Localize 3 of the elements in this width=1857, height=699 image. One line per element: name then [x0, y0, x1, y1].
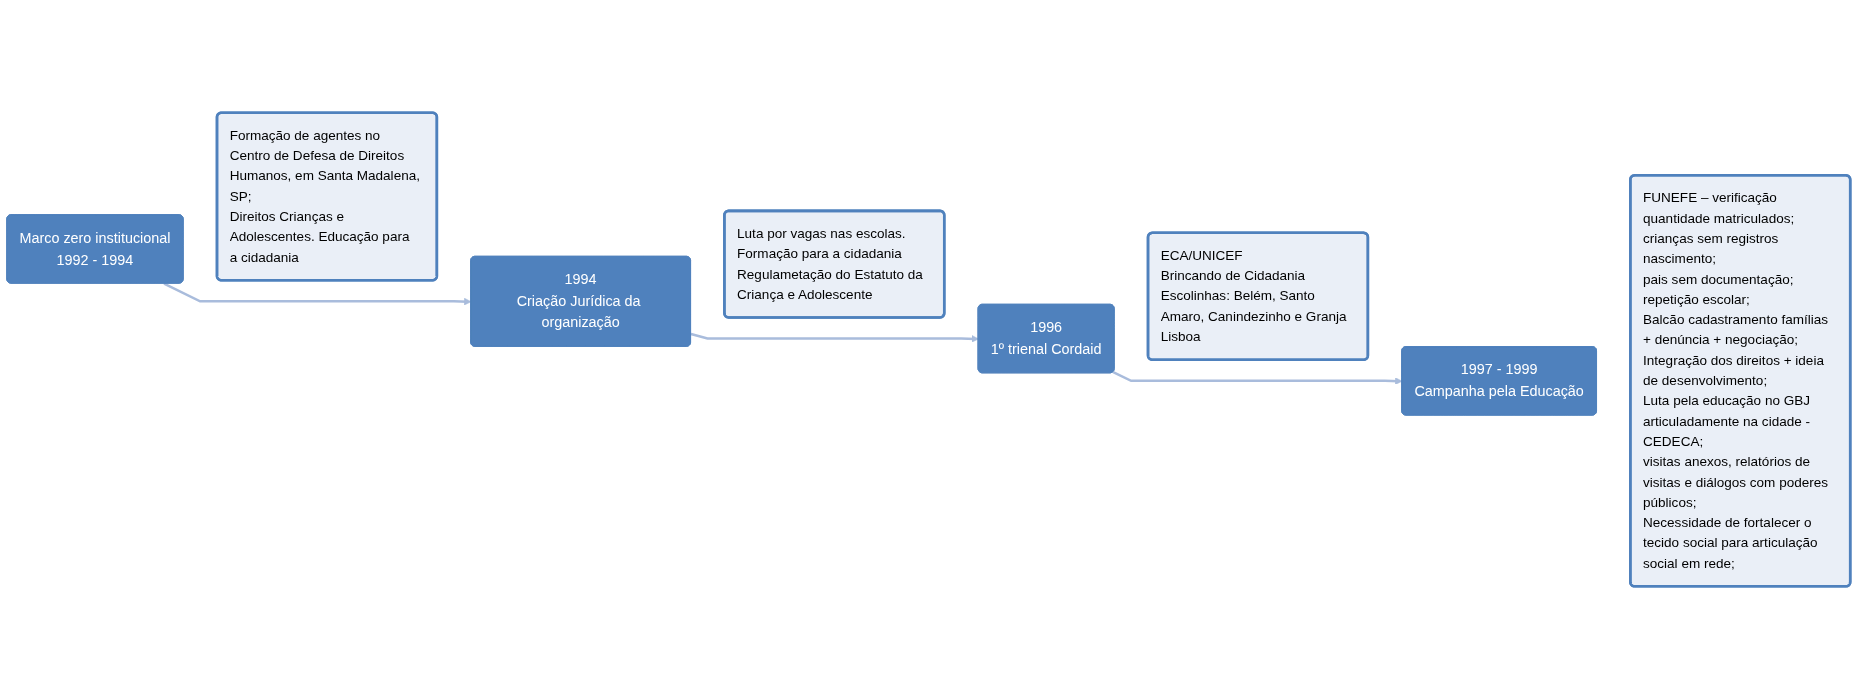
- arrow: [690, 332, 979, 343]
- arrow: [163, 282, 472, 306]
- arrow: [1112, 370, 1403, 385]
